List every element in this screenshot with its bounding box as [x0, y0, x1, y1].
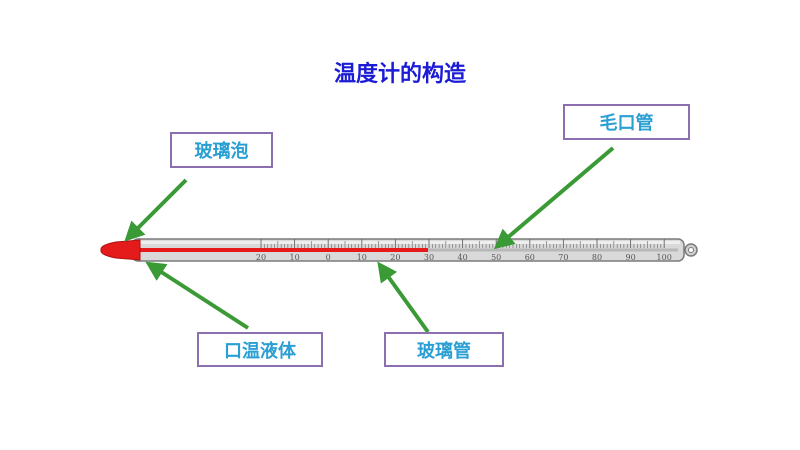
tick-label: 30 — [424, 253, 434, 262]
tick-label: 100 — [657, 253, 672, 262]
tick-label: 60 — [525, 253, 535, 262]
tick-label: 0 — [326, 253, 331, 262]
tick-label: 40 — [458, 253, 468, 262]
arrow-tube — [377, 261, 430, 334]
tube-highlight — [140, 241, 680, 244]
tick-label: 10 — [357, 253, 367, 262]
tick-label: 20 — [390, 253, 400, 262]
tick-label: 50 — [491, 253, 501, 262]
label-tube: 玻璃管 — [384, 332, 504, 367]
tick-label: 10 — [290, 253, 300, 262]
tick-label: 70 — [558, 253, 568, 262]
diagram-title: 温度计的构造 — [333, 62, 466, 87]
glass-bulb — [100, 239, 141, 261]
label-bulb: 玻璃泡 — [170, 132, 273, 168]
tick-label: 90 — [626, 253, 636, 262]
temperature-scale — [260, 239, 665, 248]
arrow-capillary — [493, 146, 615, 250]
arrow-liquid — [145, 261, 250, 330]
tick-label: 20 — [256, 253, 266, 262]
tick-label: 80 — [592, 253, 602, 262]
label-capillary: 毛口管 — [563, 104, 690, 140]
label-liquid: 口温液体 — [197, 332, 323, 367]
arrow-bulb — [124, 178, 188, 242]
